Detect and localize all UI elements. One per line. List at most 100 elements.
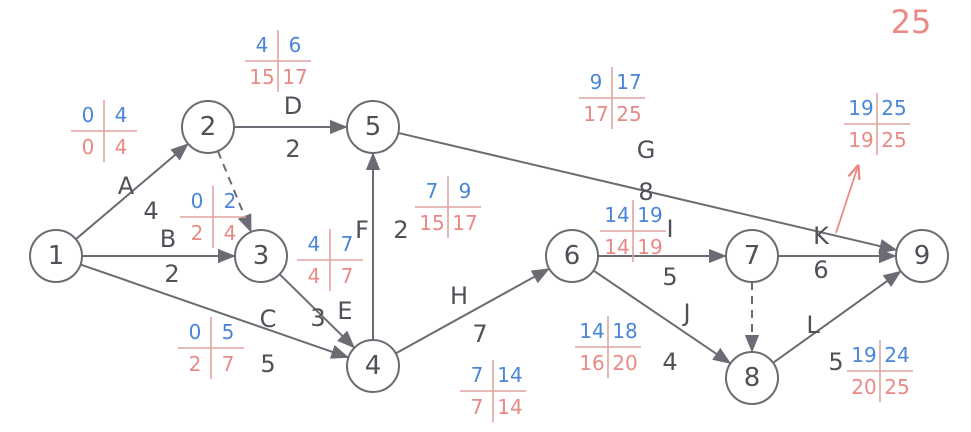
node-label: 6: [564, 241, 581, 271]
time-box-es: 0: [189, 320, 202, 344]
node-6: 6: [545, 229, 599, 283]
node-circle: [725, 229, 779, 283]
time-box-ls: 14: [604, 235, 629, 259]
node-label: 3: [253, 241, 270, 271]
activity-duration-a: 4: [143, 197, 158, 225]
time-box-lf: 25: [616, 102, 641, 126]
time-box-ef: 25: [881, 96, 906, 120]
node-circle: [895, 229, 949, 283]
activity-duration-l: 5: [828, 348, 843, 376]
time-box-ef: 24: [884, 343, 909, 367]
node-label: 1: [48, 241, 65, 271]
time-box-ls: 7: [471, 395, 484, 419]
time-box-lf: 14: [497, 395, 522, 419]
nodes: 1 2 3 4 5 6 7 8 9: [29, 100, 949, 405]
activity-duration-h: 7: [472, 320, 487, 348]
time-box-ef: 14: [497, 363, 522, 387]
activity-name-f: F: [355, 216, 369, 244]
activity-duration-d: 2: [285, 135, 300, 163]
time-box-es: 7: [471, 363, 484, 387]
node-label: 8: [744, 363, 761, 393]
time-box-k: 19 25 19 25: [844, 93, 910, 155]
activity-name-d: D: [284, 92, 302, 120]
time-box-lf: 25: [881, 128, 906, 152]
time-box-lf: 17: [282, 65, 307, 89]
activity-duration-c: 5: [260, 350, 275, 378]
node-circle: [234, 229, 288, 283]
time-box-g: 9 17 17 25: [579, 67, 645, 129]
time-box-ls: 15: [419, 211, 444, 235]
time-box-lf: 7: [222, 352, 235, 376]
time-box-lf: 25: [884, 375, 909, 399]
time-box-es: 14: [579, 319, 604, 343]
edge-c: [80, 263, 350, 359]
time-box-es: 9: [590, 70, 603, 94]
time-box-es: 14: [604, 203, 629, 227]
activity-duration-e: 3: [310, 304, 325, 332]
time-box-lf: 19: [637, 235, 662, 259]
activity-duration-g: 8: [638, 178, 653, 206]
node-circle: [545, 229, 599, 283]
activity-name-e: E: [337, 297, 352, 325]
time-box-ls: 15: [249, 65, 274, 89]
activity-duration-b: 2: [164, 260, 179, 288]
time-box-es: 7: [426, 179, 439, 203]
time-box-lf: 20: [612, 351, 637, 375]
activity-name-g: G: [637, 136, 656, 164]
activity-name-b: B: [160, 225, 176, 253]
node-circle: [181, 100, 235, 154]
time-box-i: 14 19 14 19: [600, 200, 666, 262]
activity-name-a: A: [118, 172, 135, 200]
activity-duration-k: 6: [813, 256, 828, 284]
activity-name-j: J: [681, 299, 690, 327]
node-2: 2: [181, 100, 235, 154]
time-box-ls: 20: [851, 375, 876, 399]
time-box-ls: 17: [583, 102, 608, 126]
node-circle: [725, 351, 779, 405]
activity-duration-f: 2: [393, 216, 408, 244]
activity-duration-i: 5: [662, 263, 677, 291]
time-box-ls: 2: [189, 352, 202, 376]
time-box-h: 7 14 7 14: [460, 360, 526, 422]
node-9: 9: [895, 229, 949, 283]
edge-j: [592, 269, 732, 364]
time-box-es: 0: [191, 189, 204, 213]
time-box-ls: 16: [579, 351, 604, 375]
activity-name-c: C: [260, 305, 277, 333]
node-1: 1: [29, 229, 83, 283]
time-box-ls: 2: [191, 221, 204, 245]
edge-g: [398, 131, 898, 254]
time-box-es: 4: [256, 33, 269, 57]
node-3: 3: [234, 229, 288, 283]
node-label: 5: [365, 112, 382, 142]
activity-name-h: H: [450, 282, 468, 310]
time-box-es: 19: [848, 96, 873, 120]
node-label: 7: [744, 241, 761, 271]
time-box-ef: 19: [637, 203, 662, 227]
critical-pointer-arrow: [835, 166, 858, 234]
node-5: 5: [346, 100, 400, 154]
time-box-ls: 0: [82, 135, 95, 159]
edges: [75, 119, 902, 364]
activity-name-k: K: [813, 222, 830, 250]
time-box-es: 0: [82, 103, 95, 127]
time-box-ls: 19: [848, 128, 873, 152]
time-box-ef: 4: [115, 103, 128, 127]
edge-h: [395, 268, 550, 355]
time-box-ef: 5: [222, 320, 235, 344]
time-box-es: 4: [308, 232, 321, 256]
time-box-ef: 17: [616, 70, 641, 94]
node-circle: [346, 100, 400, 154]
node-label: 4: [365, 351, 382, 381]
time-box-lf: 17: [452, 211, 477, 235]
activity-name-i: I: [666, 215, 673, 243]
node-7: 7: [725, 229, 779, 283]
